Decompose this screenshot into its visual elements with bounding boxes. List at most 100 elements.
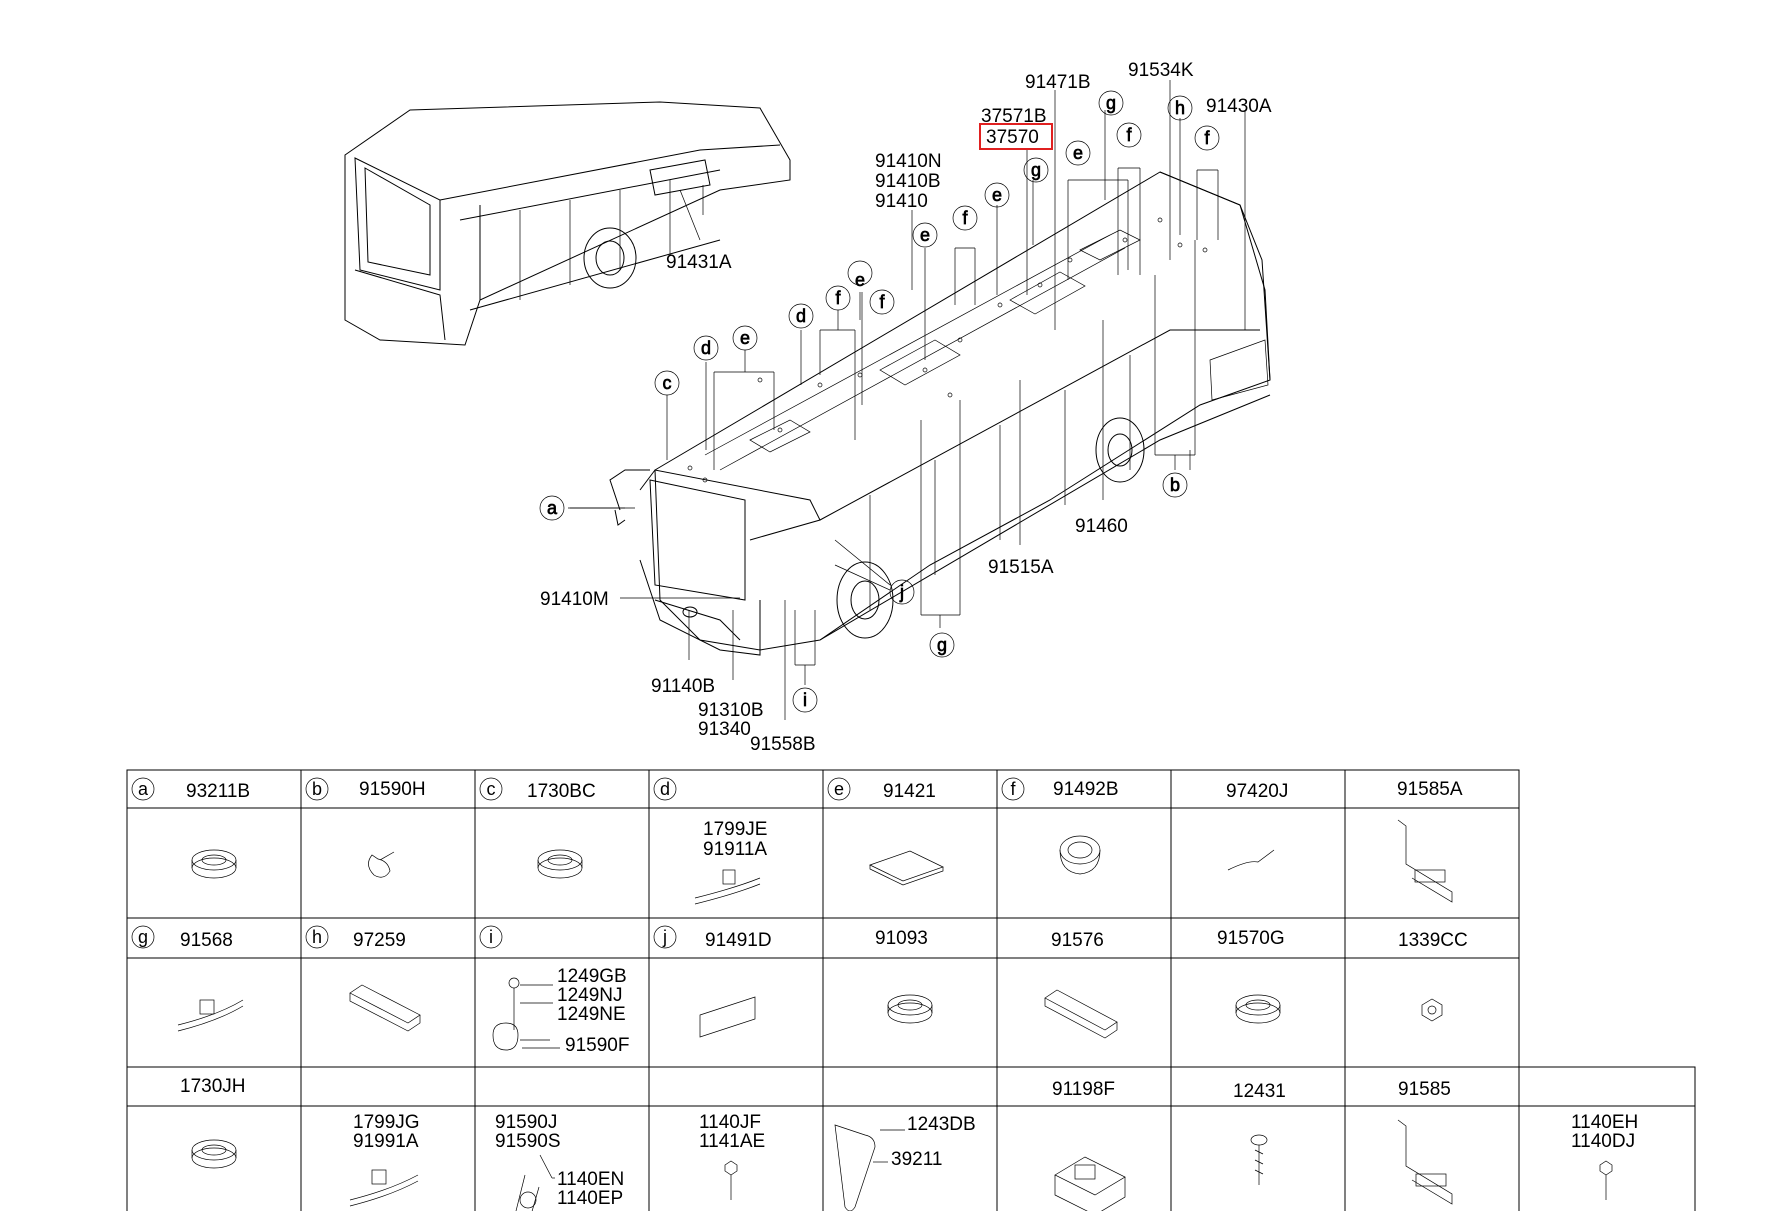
part-drawing-1799JG <box>349 1169 419 1207</box>
cell-label-91590H: 91590H <box>359 779 426 800</box>
cell-label-1140EH: 1140EH <box>1571 1112 1638 1133</box>
part-drawing-97259 <box>349 984 421 1032</box>
cell-label-1249NJ: 1249NJ <box>557 985 623 1006</box>
cell-letter-i: i <box>489 927 493 947</box>
callout-37570: 37570 <box>986 127 1039 148</box>
callout-91460: 91460 <box>1075 516 1128 537</box>
marker-j: j <box>899 582 904 602</box>
part-drawing-1140JF <box>724 1160 738 1200</box>
diagram-callouts: 91431A 91471B 91534K 91430A 37571B 37570… <box>540 60 1272 755</box>
cell-label-91590S: 91590S <box>495 1131 561 1152</box>
marker-d-2: d <box>796 306 806 326</box>
callout-91410B: 91410B <box>875 171 941 192</box>
cell-label-1799JG: 1799JG <box>353 1112 420 1133</box>
callout-37571B: 37571B <box>981 106 1047 127</box>
cell-label-91911A: 91911A <box>703 839 767 860</box>
cell-label-91576: 91576 <box>1051 930 1104 951</box>
cell-label-93211B: 93211B <box>186 781 250 802</box>
parts-table-grid <box>126 769 1696 1211</box>
part-drawing-12431 <box>1250 1134 1268 1185</box>
cell-label-91093: 91093 <box>875 928 928 949</box>
callout-91140B: 91140B <box>651 676 715 697</box>
cell-label-91585A: 91585A <box>1397 779 1463 800</box>
parts-table-row-3: 1730JH 91198F 12431 91585 1799JG 91991A … <box>180 1076 1638 1211</box>
part-drawing-91093 <box>887 994 933 1024</box>
marker-g-1: g <box>1031 160 1041 180</box>
marker-a: a <box>547 498 558 518</box>
part-drawing-91585 <box>1397 1119 1453 1205</box>
part-drawing-91198F <box>1054 1156 1126 1211</box>
marker-h: h <box>1175 98 1185 118</box>
cell-label-91991A: 91991A <box>353 1131 419 1152</box>
main-bus-view <box>609 171 1271 656</box>
part-drawing-1799JE <box>694 869 761 905</box>
marker-e-1: e <box>740 328 750 348</box>
cell-label-39211: 39211 <box>891 1149 942 1170</box>
callout-91515A: 91515A <box>988 557 1054 578</box>
diagram-letter-markers: a b c d d e e e e e f f f f f g g g h i … <box>539 90 1220 713</box>
marker-e-2: e <box>855 270 865 290</box>
leader-lines <box>568 80 1246 720</box>
cell-letter-f: f <box>1010 779 1016 799</box>
parts-table-row-2: g 91568 h 97259 i 1249GB 1249NJ 1249NE 9… <box>131 925 1468 1056</box>
cell-label-1249GB: 1249GB <box>557 966 627 987</box>
marker-b: b <box>1170 475 1180 495</box>
cell-label-1339CC: 1339CC <box>1398 930 1468 951</box>
cell-label-12431: 12431 <box>1233 1081 1286 1102</box>
marker-f-4: f <box>1126 125 1132 145</box>
part-drawing-91491D <box>699 996 756 1038</box>
cell-label-1140JF: 1140JF <box>699 1112 761 1133</box>
callout-91471B: 91471B <box>1025 72 1091 93</box>
part-drawing-91570G <box>1235 994 1281 1024</box>
cell-label-91492B: 91492B <box>1053 779 1119 800</box>
cell-label-1243DB: 1243DB <box>907 1114 976 1135</box>
marker-g-3: g <box>937 635 947 655</box>
marker-e-5: e <box>1073 143 1083 163</box>
callout-91410N: 91410N <box>875 151 942 172</box>
part-drawing-91576 <box>1044 989 1118 1039</box>
callout-91431A: 91431A <box>666 252 732 273</box>
callout-91310B: 91310B <box>698 700 764 721</box>
marker-f-3: f <box>962 208 968 228</box>
callout-91534K: 91534K <box>1128 60 1194 81</box>
cell-label-1140DJ: 1140DJ <box>1571 1131 1635 1152</box>
marker-i: i <box>803 690 807 710</box>
cell-label-97420J: 97420J <box>1226 781 1288 802</box>
cell-letter-e: e <box>834 779 844 799</box>
cell-letter-h: h <box>312 927 322 947</box>
callout-91410M: 91410M <box>540 589 609 610</box>
cell-letter-j: j <box>662 927 667 947</box>
cell-letter-b: b <box>312 779 322 799</box>
marker-f-1: f <box>835 288 841 308</box>
cell-label-1249NE: 1249NE <box>557 1004 626 1025</box>
cell-label-91570G: 91570G <box>1217 928 1285 949</box>
cell-label-1730BC: 1730BC <box>527 781 596 802</box>
cell-label-1141AE: 1141AE <box>699 1131 765 1152</box>
part-drawing-1730BC <box>537 849 583 879</box>
cell-label-91585: 91585 <box>1398 1079 1451 1100</box>
part-drawing-39211 <box>834 1124 905 1211</box>
part-drawing-1730JH <box>191 1139 237 1169</box>
callout-91430A: 91430A <box>1206 96 1272 117</box>
marker-g-2: g <box>1106 93 1116 113</box>
cell-label-91590J: 91590J <box>495 1112 557 1133</box>
part-drawing-1249GB <box>492 977 560 1051</box>
cell-label-97259: 97259 <box>353 930 406 951</box>
marker-f-2: f <box>879 292 885 312</box>
highlight-box-37570 <box>979 123 1053 150</box>
callout-91410: 91410 <box>875 191 928 212</box>
cell-label-91421: 91421 <box>883 781 936 802</box>
cell-letter-d: d <box>660 779 670 799</box>
part-drawing-91568 <box>177 999 244 1032</box>
part-drawing-91492B <box>1059 835 1101 875</box>
part-drawing-91421 <box>869 850 944 886</box>
cell-label-91198F: 91198F <box>1052 1079 1115 1100</box>
marker-c: c <box>663 373 672 393</box>
part-drawing-91590H <box>368 851 395 878</box>
marker-e-4: e <box>992 185 1002 205</box>
cell-label-1140EN: 1140EN <box>557 1169 624 1190</box>
cell-label-1730JH: 1730JH <box>180 1076 246 1097</box>
parts-table-row-1: a 93211B b 91590H c 1730BC d 1799JE 9191… <box>131 777 1463 905</box>
marker-f-5: f <box>1204 128 1210 148</box>
